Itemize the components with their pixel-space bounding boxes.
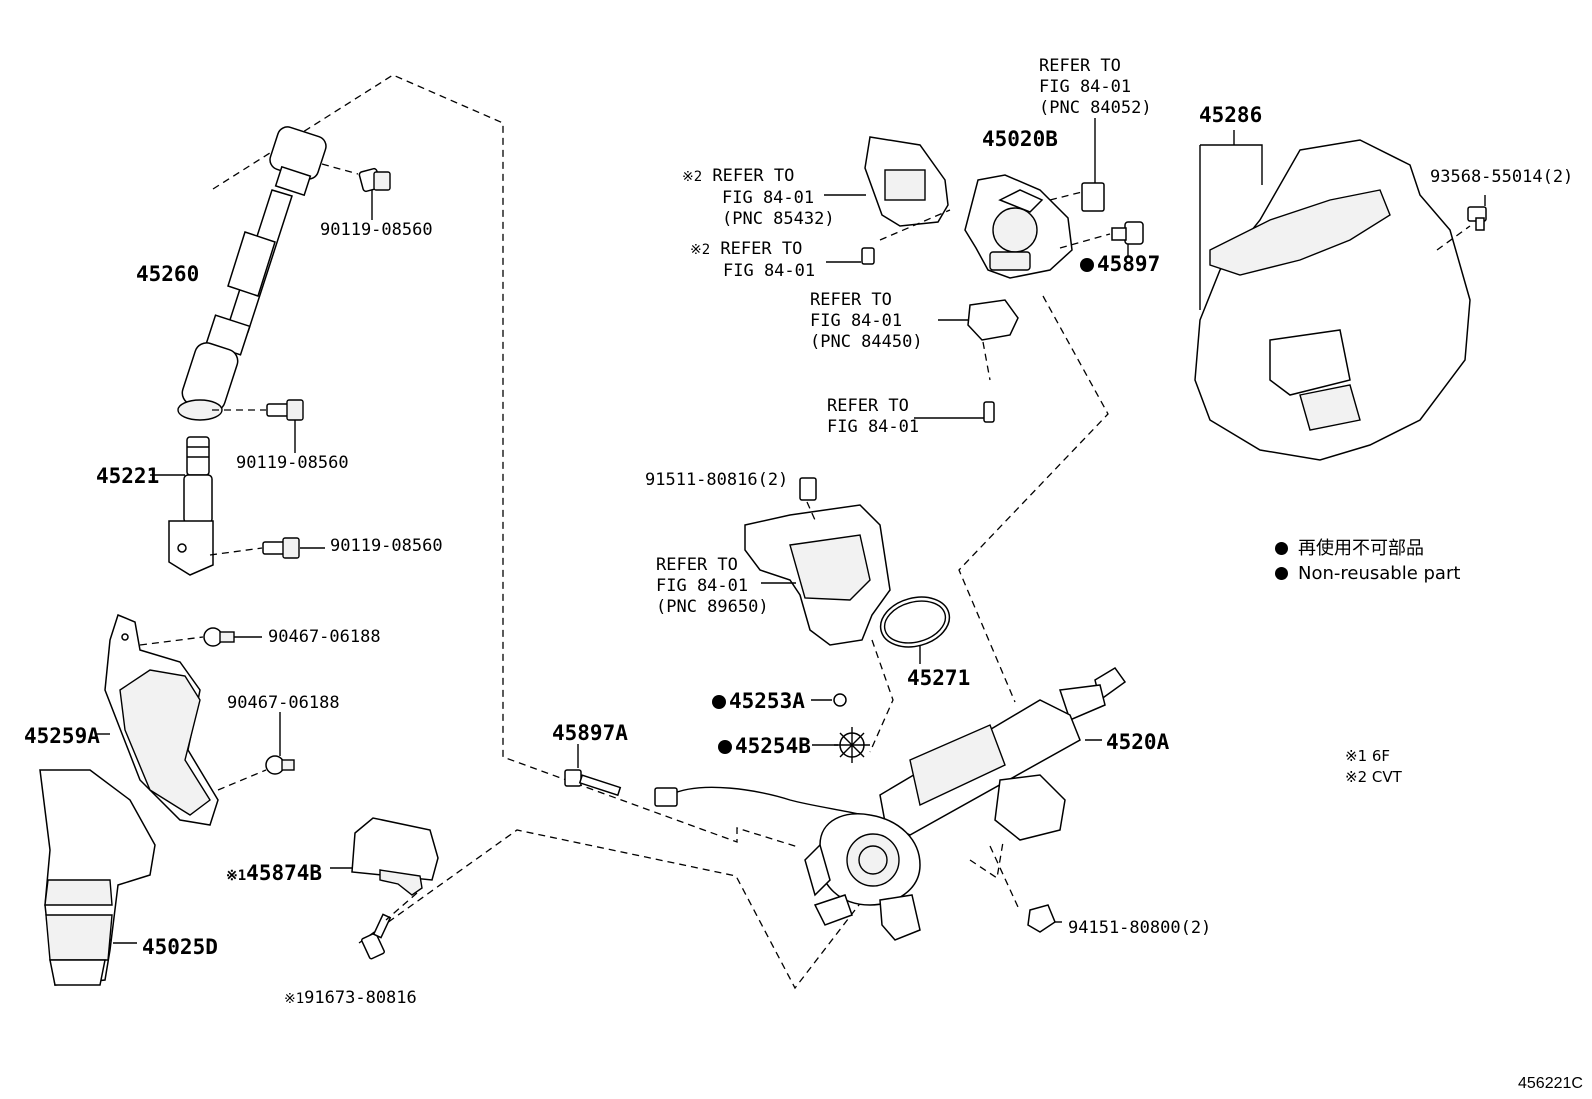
turn-signal-switch-drawing	[744, 477, 891, 646]
shaft-45221-drawing	[168, 436, 214, 576]
part-label-45874b[interactable]: ※145874B	[226, 861, 323, 885]
refer-callout-89650[interactable]: REFER TO FIG 84-01 (PNC 89650)	[656, 555, 769, 617]
note-mark-1b: ※1	[284, 991, 305, 1007]
refer-callout-85432[interactable]: ※2 REFER TO FIG 84-01 (PNC 85432)	[682, 166, 835, 229]
non-reusable-dot	[712, 695, 726, 709]
part-label-93568-55014[interactable]: 93568-55014(2)	[1430, 167, 1574, 187]
nut-94151	[1027, 904, 1056, 933]
part-label-45254b[interactable]: 45254B	[718, 736, 811, 757]
part-label-45286[interactable]: 45286	[1199, 103, 1263, 127]
part-label-4520a[interactable]: 4520A	[1106, 730, 1170, 754]
bolt-90119-top	[358, 167, 391, 193]
non-reusable-dot	[718, 740, 732, 754]
gear-45253a	[833, 693, 847, 707]
refer-callout-84450[interactable]: REFER TO FIG 84-01 (PNC 84450)	[810, 290, 923, 352]
part-label-90467-06188-b[interactable]: 90467-06188	[227, 693, 340, 713]
bolt-91673	[361, 913, 392, 960]
shift-boot-45025d-drawing	[39, 769, 156, 986]
ring-45271-drawing	[879, 596, 951, 648]
figure-id: 456221C	[1518, 1075, 1583, 1092]
refer-callout-84052[interactable]: REFER TO FIG 84-01 (PNC 84052)	[1039, 56, 1152, 118]
part-label-90119-08560-top[interactable]: 90119-08560	[320, 220, 433, 240]
legend-dot-icon	[1275, 567, 1288, 580]
switch-84052-drawing	[1081, 182, 1105, 212]
screw-93568	[1467, 206, 1487, 231]
part-label-45260[interactable]: 45260	[136, 262, 200, 286]
part-label-45897a[interactable]: 45897A	[552, 721, 628, 745]
part-label-91511-80816[interactable]: 91511-80816(2)	[645, 470, 789, 490]
part-label-90119-08560-low[interactable]: 90119-08560	[330, 536, 443, 556]
gear-45254b	[834, 727, 870, 763]
part-label-45025d[interactable]: 45025D	[142, 935, 218, 959]
bolt-90119-low	[262, 537, 300, 559]
part-label-45221[interactable]: 45221	[96, 464, 160, 488]
intermediate-shaft-drawing	[177, 126, 327, 421]
part-label-90467-06188-a[interactable]: 90467-06188	[268, 627, 381, 647]
part-label-94151-80800[interactable]: 94151-80800(2)	[1068, 918, 1212, 938]
clip-90467-b	[265, 755, 295, 775]
screw-fig-84-01-b	[983, 401, 995, 423]
part-label-45271[interactable]: 45271	[907, 666, 971, 690]
bracket-45020b-drawing	[964, 174, 1073, 279]
part-label-45897[interactable]: 45897	[1080, 254, 1160, 275]
motor-85432-drawing	[864, 136, 949, 227]
part-label-45259a[interactable]: 45259A	[24, 724, 100, 748]
non-reusable-dot	[1080, 258, 1094, 272]
sensor-84450-drawing	[967, 299, 1019, 341]
bolt-45897a	[564, 769, 622, 797]
bolt-45897	[1111, 221, 1144, 245]
bracket-45874b-drawing	[351, 817, 439, 896]
part-label-45020b[interactable]: 45020B	[982, 127, 1058, 151]
part-label-45253a[interactable]: 45253A	[712, 691, 805, 712]
note-6f: ※1 6F	[1345, 747, 1391, 765]
legend-english: Non-reusable part	[1275, 565, 1460, 583]
part-label-90119-08560-mid[interactable]: 90119-08560	[236, 453, 349, 473]
column-cover-45259a-drawing	[104, 613, 219, 826]
screw-fig-84-01	[861, 247, 875, 265]
bolt-90119-mid	[266, 399, 304, 421]
clip-90467-a	[203, 627, 235, 647]
note-cvt: ※2 CVT	[1345, 768, 1402, 786]
legend-dot-icon	[1275, 542, 1288, 555]
refer-callout-fig-84-01-b[interactable]: REFER TO FIG 84-01	[827, 396, 920, 437]
refer-callout-fig-84-01-a[interactable]: ※2 REFER TO FIG 84-01	[690, 239, 816, 281]
part-label-91673-80816[interactable]: ※191673-80816	[284, 988, 417, 1008]
legend-japanese: 再使用不可部品	[1275, 540, 1424, 558]
steering-column-4520a-drawing	[804, 667, 1127, 941]
note-mark-1: ※1	[226, 868, 247, 884]
column-cover-45286-drawing	[1194, 139, 1471, 461]
